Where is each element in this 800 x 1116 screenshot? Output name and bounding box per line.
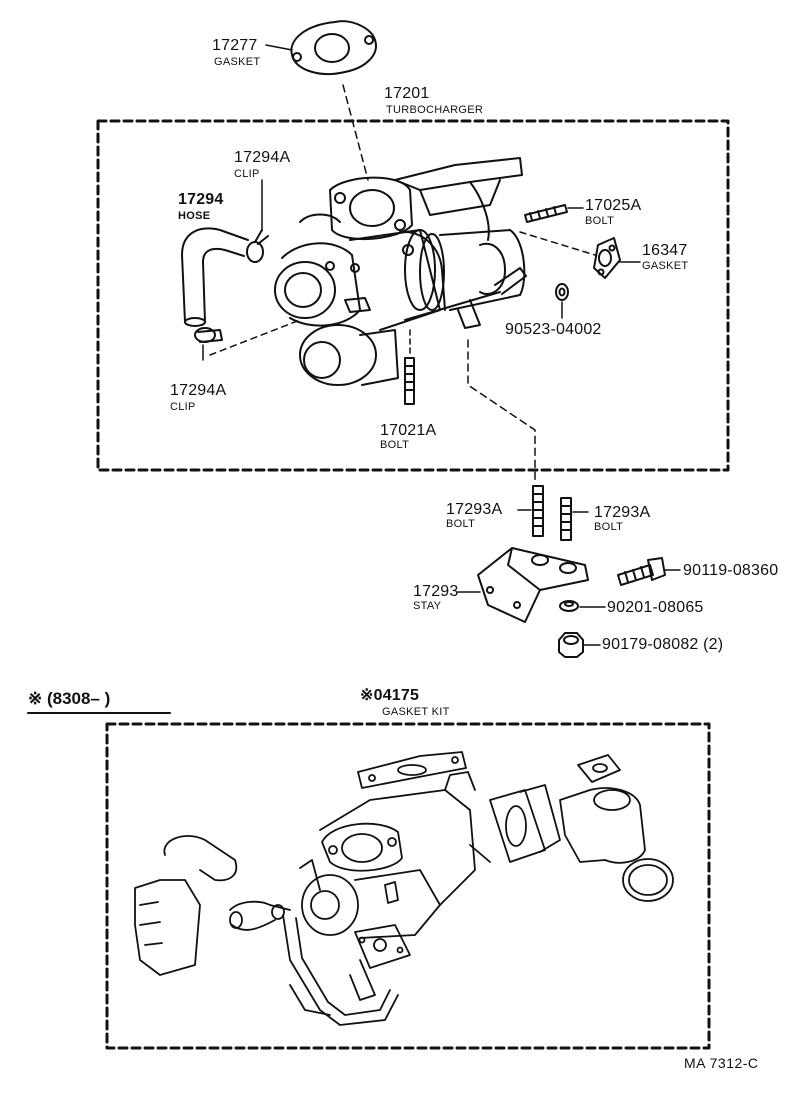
turbocharger-assembly-frame xyxy=(96,119,730,472)
part-number-16347: 16347 xyxy=(642,242,688,259)
part-number-17021a: 17021A xyxy=(380,422,437,439)
bolt-17021a-drawing xyxy=(404,357,415,405)
part-name-17294a-top: CLIP xyxy=(234,168,260,180)
part-number-17294: 17294 xyxy=(178,191,224,208)
stay-17293-drawing xyxy=(477,547,589,623)
clip-17294a-top-drawing xyxy=(246,229,269,263)
part-name-16347: GASKET xyxy=(642,260,689,272)
figure-reference: MA 7312-C xyxy=(684,1055,759,1071)
gasket-kit-part-number: ※04175 xyxy=(360,687,420,704)
part-number-90523: 90523-04002 xyxy=(505,321,602,338)
bolt-17293a-right-drawing xyxy=(560,497,572,541)
guide-hose xyxy=(209,319,301,356)
serial-range-label: ※ (8308– ) xyxy=(28,689,111,708)
part-name-17293: STAY xyxy=(413,600,442,612)
hose-17294-drawing xyxy=(181,227,249,327)
part-name-17201: TURBOCHARGER xyxy=(386,104,484,116)
washer-90201-drawing xyxy=(559,600,579,612)
bolt-17025a-drawing xyxy=(524,204,568,223)
part-name-17021a: BOLT xyxy=(380,439,410,451)
bolt-90119-drawing xyxy=(617,557,666,586)
gasket-17277-drawing xyxy=(290,20,377,76)
gasket-kit-drawing xyxy=(134,751,674,1026)
part-number-17293: 17293 xyxy=(413,583,459,600)
part-number-17277: 17277 xyxy=(212,37,258,54)
bolt-17293a-left-drawing xyxy=(532,485,544,537)
part-number-17294a-top: 17294A xyxy=(234,149,291,166)
part-name-17277: GASKET xyxy=(214,56,261,68)
part-name-17293a-right: BOLT xyxy=(594,521,624,533)
guide-stay xyxy=(467,339,536,481)
nut-90179-drawing xyxy=(558,632,584,658)
washer-90523-drawing xyxy=(555,283,569,301)
leader-17277 xyxy=(265,44,293,51)
part-number-17201: 17201 xyxy=(384,85,430,102)
part-number-17294a-bottom: 17294A xyxy=(170,382,227,399)
part-number-17293a-right: 17293A xyxy=(594,504,651,521)
clip-17294a-bottom-drawing xyxy=(194,327,223,343)
turbocharger-drawing xyxy=(274,157,527,386)
part-number-90179: 90179-08082 (2) xyxy=(602,636,724,653)
gasket-16347-drawing xyxy=(593,237,621,279)
gasket-kit-frame xyxy=(105,722,711,1050)
part-name-17025a: BOLT xyxy=(585,215,615,227)
part-number-90119: 90119-08360 xyxy=(683,562,779,579)
part-name-17294: HOSE xyxy=(178,210,211,222)
guide-16347 xyxy=(519,231,596,256)
part-number-17293a-left: 17293A xyxy=(446,501,503,518)
part-name-17293a-left: BOLT xyxy=(446,518,476,530)
part-name-17294a-bottom: CLIP xyxy=(170,401,196,413)
gasket-kit-part-name: GASKET KIT xyxy=(382,706,450,718)
guide-17277 xyxy=(342,84,369,181)
part-number-17025a: 17025A xyxy=(585,197,642,214)
part-number-90201: 90201-08065 xyxy=(607,599,704,616)
